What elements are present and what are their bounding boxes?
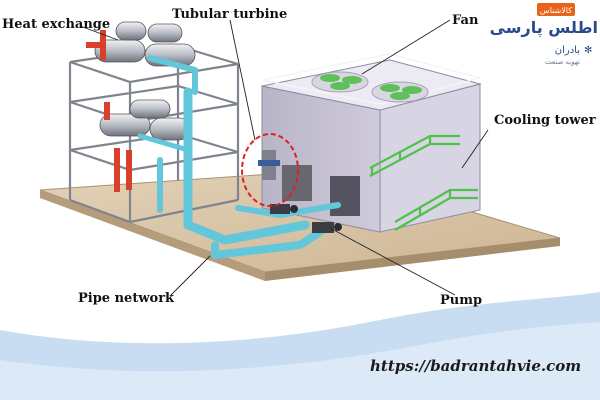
label-heat-exchange: Heat exchange — [2, 17, 110, 32]
pump-units — [270, 204, 342, 233]
roof-railing — [261, 53, 481, 105]
background-wave-light — [0, 322, 600, 400]
heat-exchanger-lower — [99, 99, 191, 141]
logo-title: اطلس پارسی — [490, 18, 598, 38]
logo-subtitle: تهویه صنعت — [545, 58, 580, 66]
floor-slab — [39, 169, 561, 281]
tubular-turbine — [258, 150, 280, 180]
logo-badge: کالاشناس — [540, 6, 572, 15]
turbine-highlight — [241, 133, 299, 207]
website-url[interactable]: https://badrantahvie.com — [370, 357, 581, 375]
label-fan: Fan — [452, 13, 479, 28]
pipe-network — [137, 55, 341, 259]
label-pump: Pump — [440, 293, 482, 308]
fan-units — [311, 71, 429, 103]
tower-stairs — [369, 134, 478, 231]
leader-lines — [79, 19, 489, 297]
label-pipe-network: Pipe network — [78, 291, 175, 306]
heat-exchanger-upper — [86, 21, 196, 67]
label-tubular-turbine: Tubular turbine — [172, 7, 287, 22]
gear-icon: ✻ — [584, 45, 592, 56]
cooling-tower — [261, 59, 482, 233]
label-cooling-tower: Cooling tower — [494, 113, 596, 128]
brand-logo: کالاشناس اطلس پارسی ✻ بادران تهویه صنعت — [490, 3, 598, 66]
logo-brand: بادران — [555, 45, 580, 56]
